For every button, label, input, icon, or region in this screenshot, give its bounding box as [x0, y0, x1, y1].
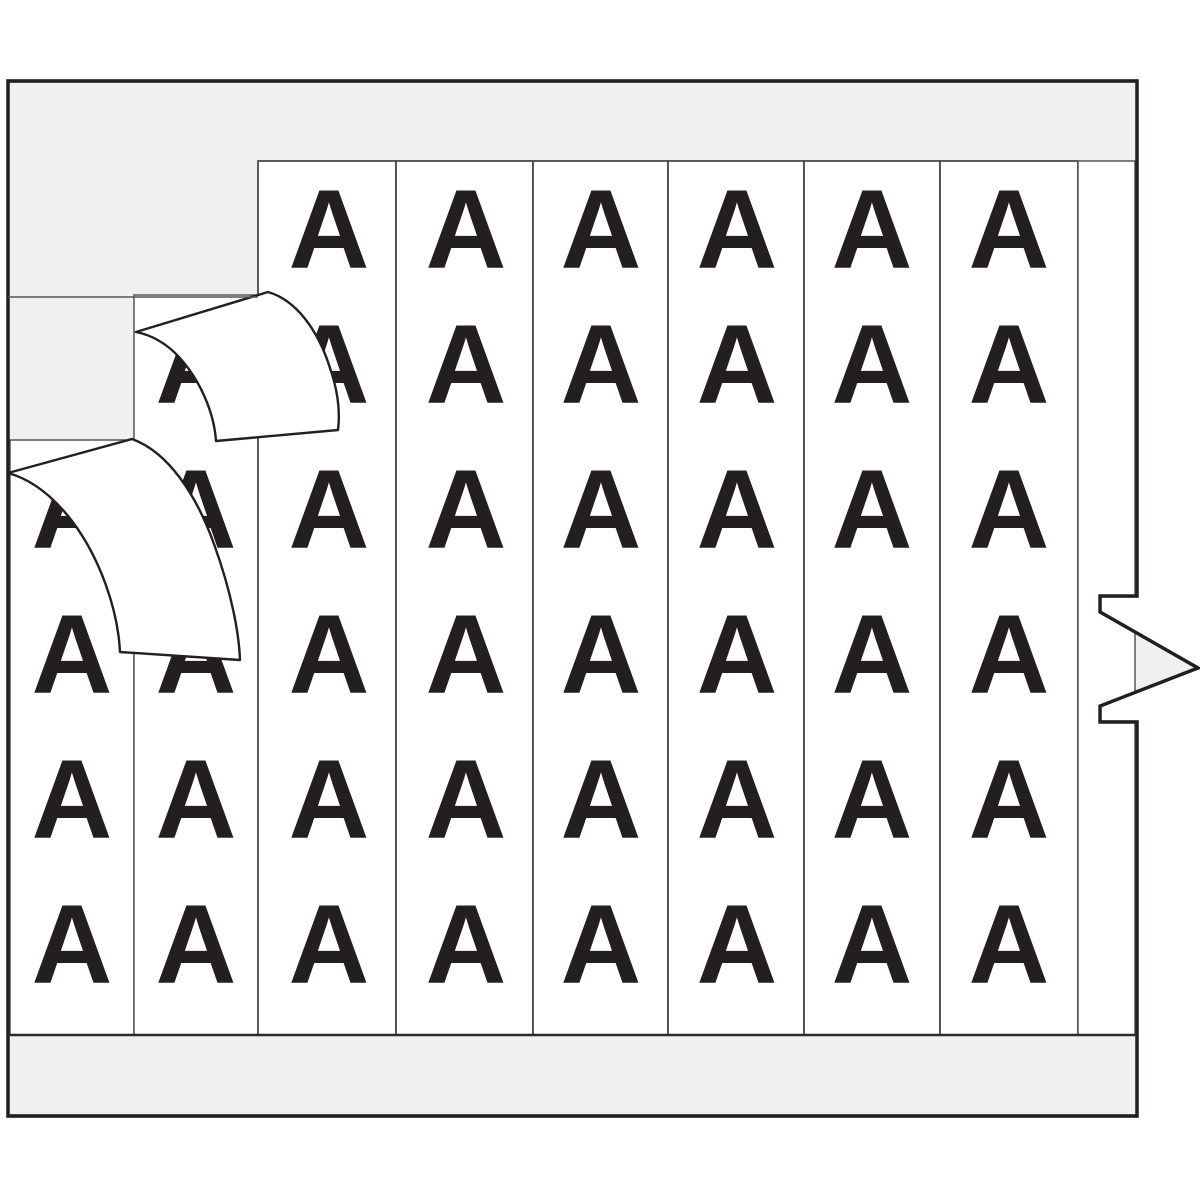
label-letter: A: [426, 447, 507, 572]
label-letter: A: [969, 167, 1050, 292]
label-letter: A: [969, 302, 1050, 427]
peeled-label-lower[interactable]: [6, 437, 242, 662]
label-letter: A: [32, 592, 113, 717]
label-letter: A: [289, 447, 370, 572]
label-letter: A: [561, 882, 642, 1007]
label-letter: A: [426, 882, 507, 1007]
label-letter: A: [426, 302, 507, 427]
label-letter: A: [32, 882, 113, 1007]
label-letter: A: [969, 737, 1050, 862]
label-letter: A: [289, 882, 370, 1007]
label-letter: A: [289, 737, 370, 862]
label-letter: A: [156, 882, 237, 1007]
label-letter: A: [426, 592, 507, 717]
label-letter: A: [832, 737, 913, 862]
peeled-label-lower-face[interactable]: [6, 437, 242, 662]
label-letter: A: [289, 592, 370, 717]
label-column-6[interactable]: [667, 160, 805, 1036]
label-column-5[interactable]: [532, 160, 669, 1036]
label-letter: A: [832, 167, 913, 292]
label-letter: A: [832, 592, 913, 717]
label-letter: A: [561, 447, 642, 572]
label-letters: A A A A A A A A A A A A A A A A A A A A …: [32, 167, 1050, 1007]
label-letter: A: [32, 737, 113, 862]
label-letter: A: [426, 167, 507, 292]
label-letter: A: [832, 447, 913, 572]
label-letter: A: [156, 737, 237, 862]
label-column-7[interactable]: [803, 160, 941, 1036]
label-letter: A: [969, 882, 1050, 1007]
label-letter: A: [289, 167, 370, 292]
label-letter: A: [697, 447, 778, 572]
label-letter: A: [561, 302, 642, 427]
label-letter: A: [561, 592, 642, 717]
label-letter: A: [561, 167, 642, 292]
label-letter: A: [697, 737, 778, 862]
label-letter: A: [697, 592, 778, 717]
label-column-9-blank[interactable]: [1077, 160, 1136, 1036]
label-letter: A: [426, 737, 507, 862]
label-letter: A: [697, 302, 778, 427]
label-letter: A: [969, 447, 1050, 572]
peeled-label-upper-face[interactable]: [134, 290, 341, 443]
label-letter: A: [697, 882, 778, 1007]
label-letter: A: [697, 167, 778, 292]
label-letter: A: [561, 737, 642, 862]
peeled-label-upper[interactable]: [134, 290, 341, 443]
label-letter: A: [969, 592, 1050, 717]
label-column-4[interactable]: [395, 160, 534, 1036]
label-letter: A: [832, 882, 913, 1007]
label-letter: A: [832, 302, 913, 427]
backing-sheet-outline: [6, 79, 1200, 1118]
label-column-8[interactable]: [939, 160, 1079, 1036]
